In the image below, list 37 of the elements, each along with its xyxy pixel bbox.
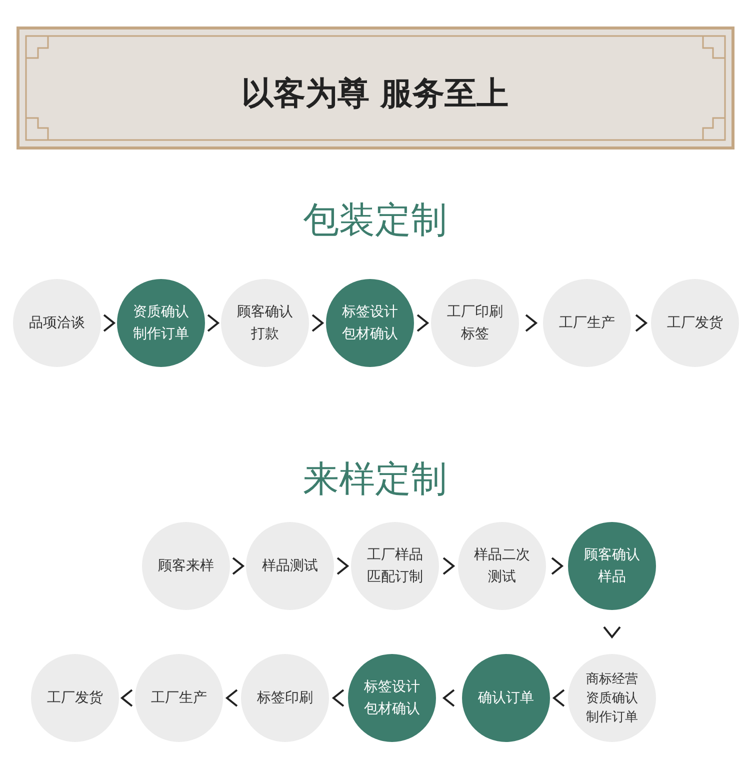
step-circle: 工厂发货 (651, 279, 739, 367)
chevron-arrow (442, 689, 455, 707)
step-circle: 标签设计包材确认 (348, 654, 436, 742)
step-circle: 确认订单 (462, 654, 550, 742)
chevron-arrow (525, 314, 538, 332)
section-heading: 包装定制 (302, 199, 448, 243)
step-circle: 样品测试 (246, 522, 334, 610)
banner-title: 以客为尊 服务至上 (240, 73, 510, 114)
step-circle: 顾客确认样品 (568, 522, 656, 610)
chevron-arrow (225, 689, 238, 707)
step-circle: 资质确认制作订单 (117, 279, 205, 367)
chevron-arrow (442, 557, 456, 575)
chevron-arrow (312, 314, 324, 332)
step-circle: 标签印刷 (241, 654, 329, 742)
section-heading: 来样定制 (302, 458, 448, 502)
step-circle: 标签设计包材确认 (326, 279, 414, 367)
chevron-arrow (603, 626, 621, 639)
step-circle: 样品二次测试 (458, 522, 546, 610)
step-circle: 顾客来样 (142, 522, 230, 610)
chevron-arrow (551, 557, 564, 575)
step-circle: 工厂生产 (543, 279, 631, 367)
step-circle: 工厂印刷标签 (431, 279, 519, 367)
chevron-arrow (103, 314, 116, 332)
chevron-arrow (120, 689, 133, 707)
chevron-arrow (635, 314, 648, 332)
step-circle: 工厂样品匹配订制 (351, 522, 439, 610)
step-circle: 商标经营资质确认制作订单 (568, 654, 656, 742)
chevron-arrow (332, 689, 344, 707)
chevron-arrow (552, 689, 565, 707)
chevron-arrow (207, 314, 220, 332)
chevron-arrow (416, 314, 430, 332)
chevron-arrow (232, 557, 245, 575)
chevron-arrow (336, 557, 350, 575)
step-circle: 顾客确认打款 (221, 279, 309, 367)
step-circle: 品项洽谈 (13, 279, 101, 367)
step-circle: 工厂发货 (31, 654, 119, 742)
step-circle: 工厂生产 (135, 654, 223, 742)
